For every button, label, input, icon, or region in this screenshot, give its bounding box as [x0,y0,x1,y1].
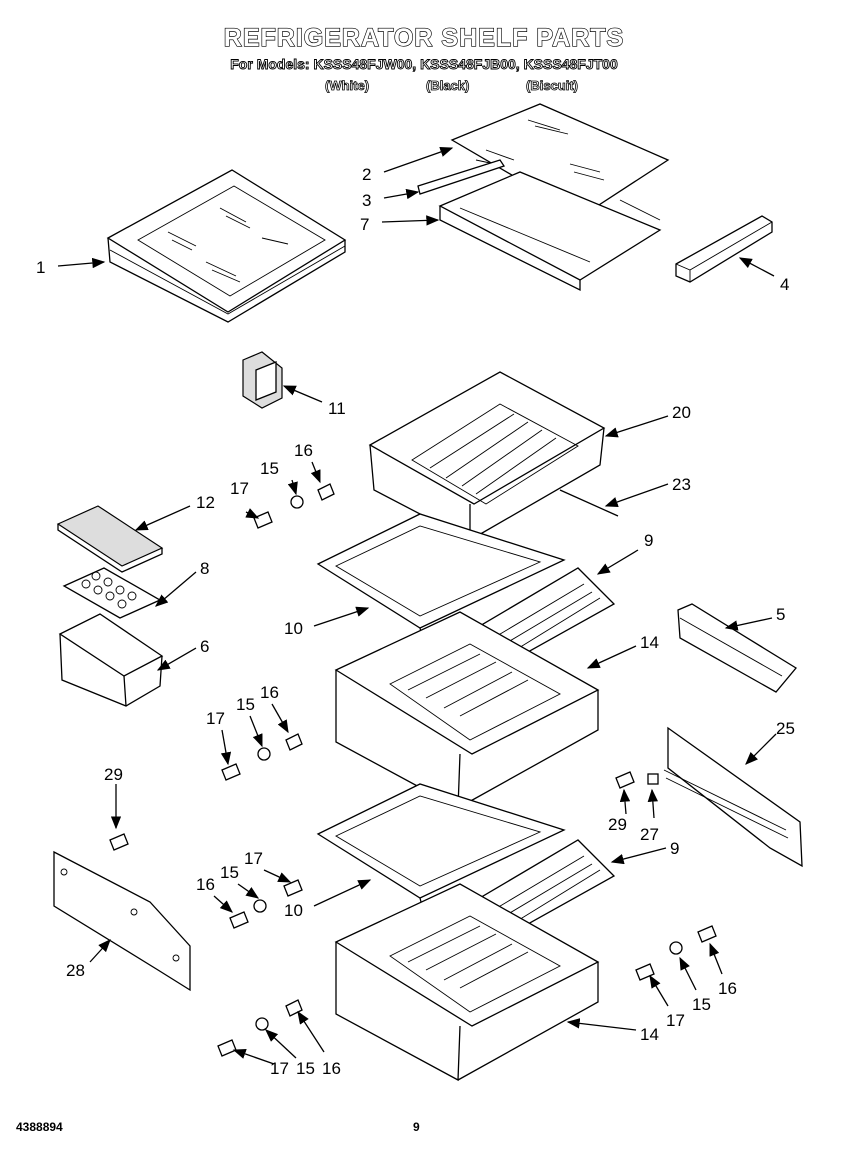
callout-14-lower: 14 [640,1025,659,1044]
callout-leaders [57,146,777,1065]
callout-15-b: 15 [236,695,255,714]
callout-16-e: 16 [718,979,737,998]
part-7-shelf-frame [438,171,662,292]
callout-2: 2 [362,165,371,184]
color-white-label: (White) [325,78,370,94]
callout-4: 4 [780,275,789,294]
callout-27: 27 [640,825,659,844]
callout-29-right: 29 [608,815,627,834]
page-title: REFRIGERATOR SHELF PARTS [223,23,625,52]
callout-16-c: 16 [196,875,215,894]
callout-7: 7 [360,215,369,234]
callout-15-d: 15 [296,1059,315,1078]
part-10-lower-glass-shelf [316,783,566,907]
part-1-glass-shelf [106,169,347,323]
part-11-bracket [242,351,283,409]
part-28-left-support [53,850,191,992]
part-23-rod [559,489,619,517]
callout-10-upper: 10 [284,619,303,638]
callout-6: 6 [200,637,209,656]
callout-16-b: 16 [260,683,279,702]
callout-15-c: 15 [220,863,239,882]
callout-17-d: 17 [270,1059,289,1078]
callout-14-upper: 14 [640,633,659,652]
callout-17-a: 17 [230,479,249,498]
page-number: 9 [413,1120,420,1134]
callout-10-lower: 10 [284,901,303,920]
callout-9-upper: 9 [644,531,653,550]
color-black-label: (Black) [426,78,470,94]
callout-8: 8 [200,559,209,578]
callout-17-c: 17 [244,849,263,868]
part-12-lid [56,505,164,573]
callout-16-d: 16 [322,1059,341,1078]
callout-29-left: 29 [104,765,123,784]
callout-11: 11 [328,399,346,418]
part-3-front-trim [417,159,506,195]
callout-28: 28 [66,961,85,980]
part-6-bin [58,613,164,707]
callout-16-a: 16 [294,441,313,460]
callout-20: 20 [672,403,691,422]
part-25-right-support [663,726,803,868]
callout-1: 1 [36,258,45,277]
document-part-number: 4388894 [16,1120,63,1134]
callout-15-e: 15 [692,995,711,1014]
part-14-lower-crisper-pan [334,883,600,1082]
color-biscuit-label: (Biscuit) [526,78,579,94]
part-14-middle-crisper-pan [334,611,600,810]
callout-12: 12 [196,493,215,512]
callout-25: 25 [776,719,795,738]
callout-9-lower: 9 [670,839,679,858]
part-20-upper-crisper-pan [368,371,606,542]
callout-5: 5 [776,605,785,624]
callout-3: 3 [362,191,371,210]
callout-23: 23 [672,475,691,494]
model-list: For Models: KSSS48FJW00, KSSS48FJB00, KS… [230,56,618,73]
part-8-egg-tray [62,567,162,619]
part-4-trim [675,215,773,283]
callout-labels: 1 2 3 7 4 11 20 23 12 8 6 9 10 14 5 25 2… [36,165,795,1078]
part-5-side-trim [677,603,797,693]
hardware-fasteners [109,483,717,1057]
callout-17-e: 17 [666,1011,685,1030]
callout-15-a: 15 [260,459,279,478]
callout-17-b: 17 [206,709,225,728]
